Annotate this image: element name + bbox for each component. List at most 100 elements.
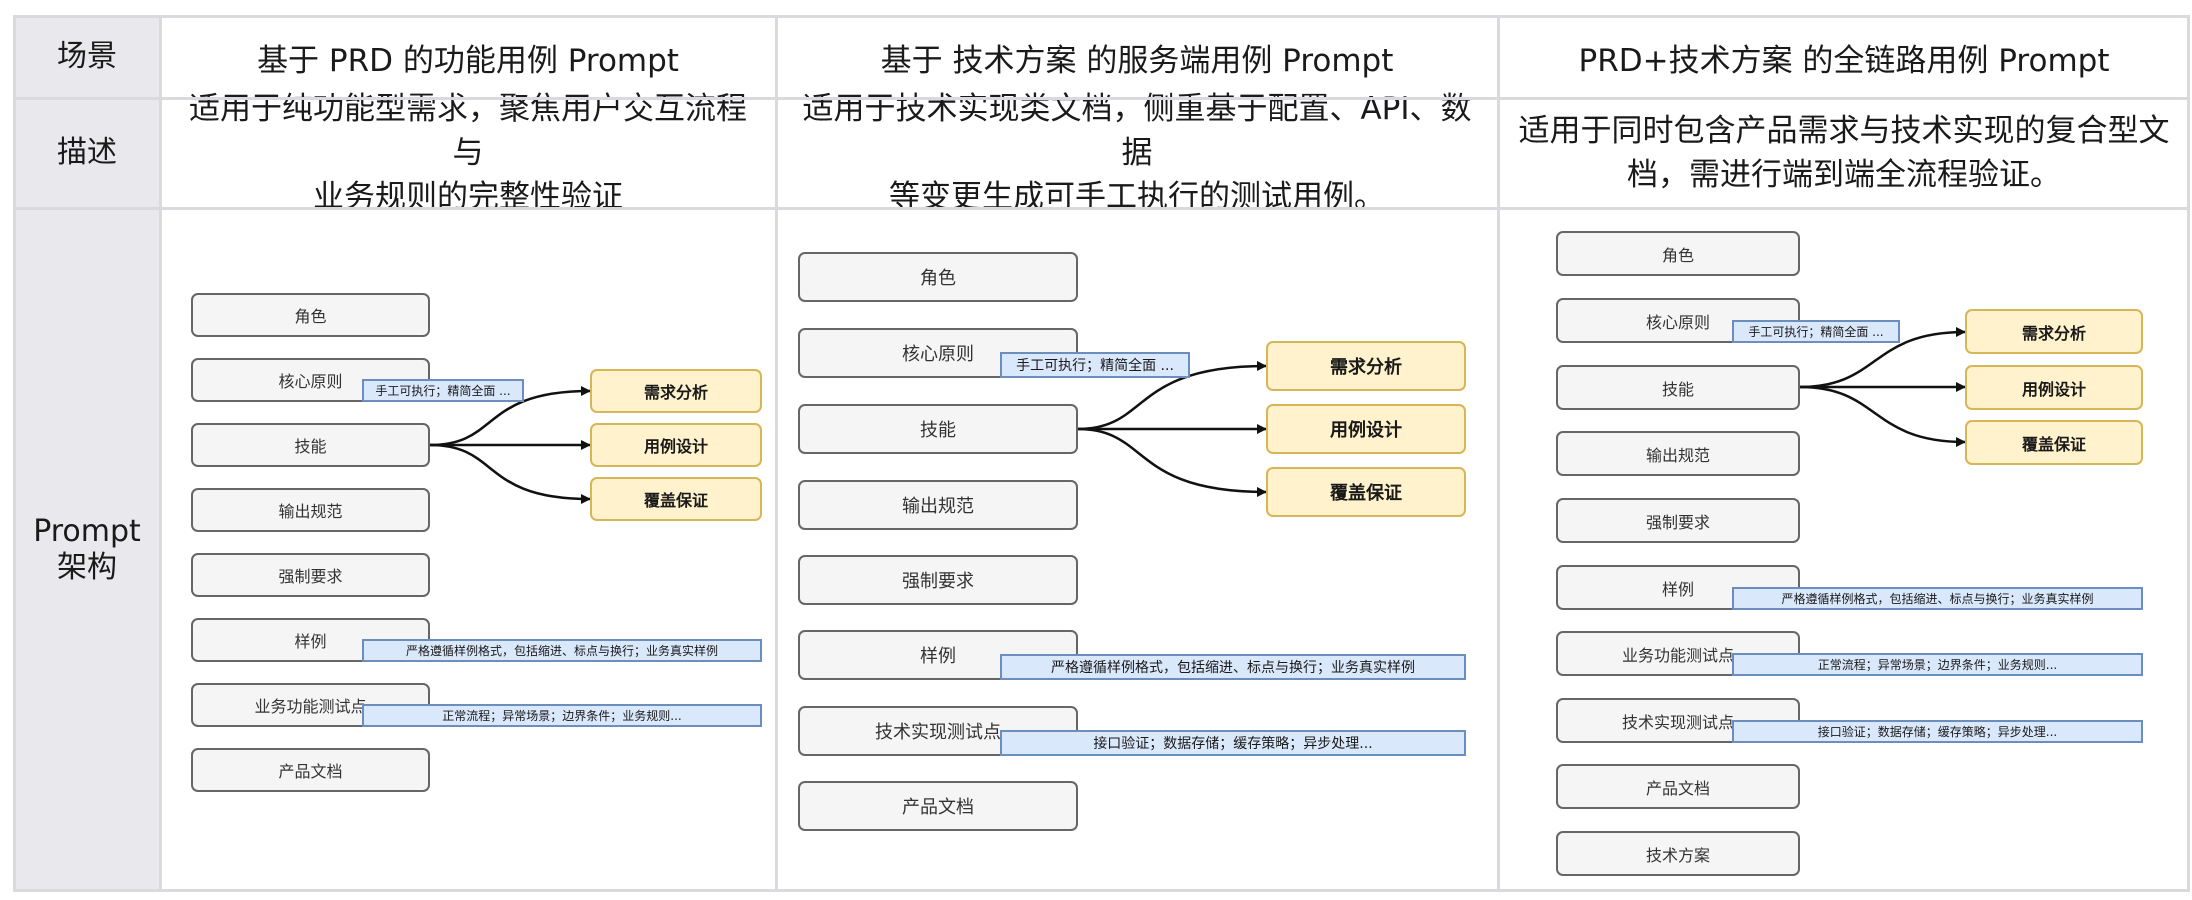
diagram3-box-prd-doc: 产品文档 — [1556, 764, 1800, 809]
skill-label: 用例设计 — [2021, 379, 2086, 399]
desc-label: 描述 — [57, 135, 117, 170]
arrow-skill-to-analysis — [1799, 327, 1966, 389]
box-label: 技能 — [1661, 379, 1694, 399]
diagram2-box-role: 角色 — [798, 252, 1078, 302]
diagram1-box-role: 角色 — [191, 293, 430, 337]
grid-line — [775, 15, 778, 892]
column-header-tech: 基于 技术方案 的服务端用例 Prompt — [776, 16, 1498, 98]
grid-line — [14, 889, 2190, 892]
arrow-skill-to-analysis — [1077, 361, 1267, 431]
desc-fullchain-line1: 适用于同时包含产品需求与技术实现的复合型文 — [1518, 113, 2170, 149]
diagram2-note-principle: 手工可执行；精简全面 ... — [1000, 352, 1190, 378]
note-text: 手工可执行；精简全面 ... — [1748, 325, 1884, 339]
grid-line — [14, 15, 2190, 18]
box-label: 输出规范 — [902, 496, 974, 517]
diagram3-box-mandatory: 强制要求 — [1556, 498, 1800, 543]
prompt-label-line1: Prompt — [33, 514, 141, 549]
box-label: 核心原则 — [278, 372, 343, 391]
box-label: 业务功能测试点 — [254, 697, 367, 716]
diagram3-skill-coverage: 覆盖保证 — [1965, 420, 2143, 465]
note-text: 手工可执行；精简全面 ... — [1016, 358, 1174, 374]
diagram2-note-tech: 接口验证；数据存储；缓存策略；异步处理... — [1000, 730, 1466, 756]
diagram1-note-business: 正常流程；异常场景；边界条件；业务规则... — [362, 704, 762, 727]
box-label: 技术实现测试点 — [875, 722, 1001, 743]
diagram3-skill-analysis: 需求分析 — [1965, 309, 2143, 354]
box-label: 技能 — [294, 437, 327, 456]
note-text: 接口验证；数据存储；缓存策略；异步处理... — [1093, 736, 1373, 752]
diagram1-note-sample: 严格遵循样例格式，包括缩进、标点与换行；业务真实样例 — [362, 639, 762, 662]
desc-label-cell: 描述 — [14, 98, 160, 208]
diagram1-skill-coverage: 覆盖保证 — [590, 477, 762, 521]
box-label: 样例 — [1661, 579, 1694, 599]
note-text: 接口验证；数据存储；缓存策略；异步处理... — [1817, 725, 2058, 739]
skill-label: 用例设计 — [1330, 420, 1402, 441]
diagram3-box-output: 输出规范 — [1556, 431, 1800, 476]
box-label: 技术实现测试点 — [1621, 712, 1734, 732]
diagram1-box-prd-doc: 产品文档 — [191, 748, 430, 792]
diagram1-skill-analysis: 需求分析 — [590, 369, 762, 413]
grid-line — [1497, 15, 1500, 892]
diagram2-note-sample: 严格遵循样例格式，包括缩进、标点与换行；业务真实样例 — [1000, 654, 1466, 680]
arrow-skill-to-coverage — [1799, 385, 1966, 447]
box-label: 输出规范 — [278, 502, 343, 521]
box-label: 输出规范 — [1645, 445, 1710, 465]
diagram2-box-skill: 技能 — [798, 404, 1078, 454]
column-header-fullchain-text: PRD+技术方案 的全链路用例 Prompt — [1578, 42, 2110, 79]
skill-label: 需求分析 — [1330, 357, 1402, 378]
box-label: 角色 — [920, 268, 956, 289]
desc-fullchain-line2: 档，需进行端到端全流程验证。 — [1627, 157, 2061, 193]
box-label: 技能 — [920, 420, 956, 441]
diagram3-box-skill: 技能 — [1556, 365, 1800, 410]
grid-line — [14, 207, 2190, 210]
column-header-tech-text: 基于 技术方案 的服务端用例 Prompt — [880, 42, 1394, 79]
note-text: 正常流程；异常场景；边界条件；业务规则... — [1817, 658, 2058, 672]
column-header-prd: 基于 PRD 的功能用例 Prompt — [160, 16, 776, 98]
box-label: 样例 — [294, 632, 327, 651]
box-label: 角色 — [294, 307, 327, 326]
box-label: 强制要求 — [902, 571, 974, 592]
diagram3-box-role: 角色 — [1556, 231, 1800, 276]
desc-fullchain: 适用于同时包含产品需求与技术实现的复合型文 档，需进行端到端全流程验证。 — [1498, 98, 2190, 208]
box-label: 样例 — [920, 646, 956, 667]
diagram2-skill-coverage: 覆盖保证 — [1266, 467, 1466, 517]
box-label: 技术方案 — [1645, 845, 1710, 865]
diagram3-note-tech: 接口验证；数据存储；缓存策略；异步处理... — [1732, 720, 2143, 743]
diagram2-skill-design: 用例设计 — [1266, 404, 1466, 454]
scene-label: 场景 — [57, 39, 117, 74]
box-label: 产品文档 — [1645, 778, 1710, 798]
arrow-skill-to-coverage — [1077, 427, 1267, 497]
diagram2-skill-analysis: 需求分析 — [1266, 341, 1466, 391]
column-header-prd-text: 基于 PRD 的功能用例 Prompt — [257, 42, 679, 79]
diagram2-box-mandatory: 强制要求 — [798, 555, 1078, 605]
arrow-skill-to-analysis — [429, 386, 591, 447]
diagram3-note-sample: 严格遵循样例格式，包括缩进、标点与换行；业务真实样例 — [1732, 587, 2143, 610]
arrow-skill-to-coverage — [429, 443, 591, 504]
box-label: 产品文档 — [902, 797, 974, 818]
diagram1-box-skill: 技能 — [191, 423, 430, 467]
box-label: 核心原则 — [902, 344, 974, 365]
grid-line — [159, 15, 162, 892]
diagram2-box-output: 输出规范 — [798, 480, 1078, 530]
diagram3-box-tech-doc: 技术方案 — [1556, 831, 1800, 876]
box-label: 角色 — [1661, 245, 1694, 265]
box-label: 强制要求 — [1645, 512, 1710, 532]
prompt-label-cell: Prompt 架构 — [14, 208, 160, 892]
box-label: 产品文档 — [278, 762, 343, 781]
diagram3-skill-design: 用例设计 — [1965, 365, 2143, 410]
box-label: 强制要求 — [278, 567, 343, 586]
grid-line — [13, 15, 16, 892]
skill-label: 需求分析 — [2021, 323, 2086, 343]
diagram1-box-mandatory: 强制要求 — [191, 553, 430, 597]
prompt-label-line2: 架构 — [57, 550, 117, 585]
box-label: 业务功能测试点 — [1621, 645, 1734, 665]
diagram1-skill-design: 用例设计 — [590, 423, 762, 467]
grid-line — [14, 97, 2190, 100]
note-text: 严格遵循样例格式，包括缩进、标点与换行；业务真实样例 — [1051, 660, 1415, 676]
diagram3-note-principle: 手工可执行；精简全面 ... — [1732, 320, 1900, 343]
note-text: 严格遵循样例格式，包括缩进、标点与换行；业务真实样例 — [1781, 592, 2094, 606]
column-header-fullchain: PRD+技术方案 的全链路用例 Prompt — [1498, 16, 2190, 98]
grid-line — [2187, 15, 2190, 892]
box-label: 核心原则 — [1645, 312, 1710, 332]
